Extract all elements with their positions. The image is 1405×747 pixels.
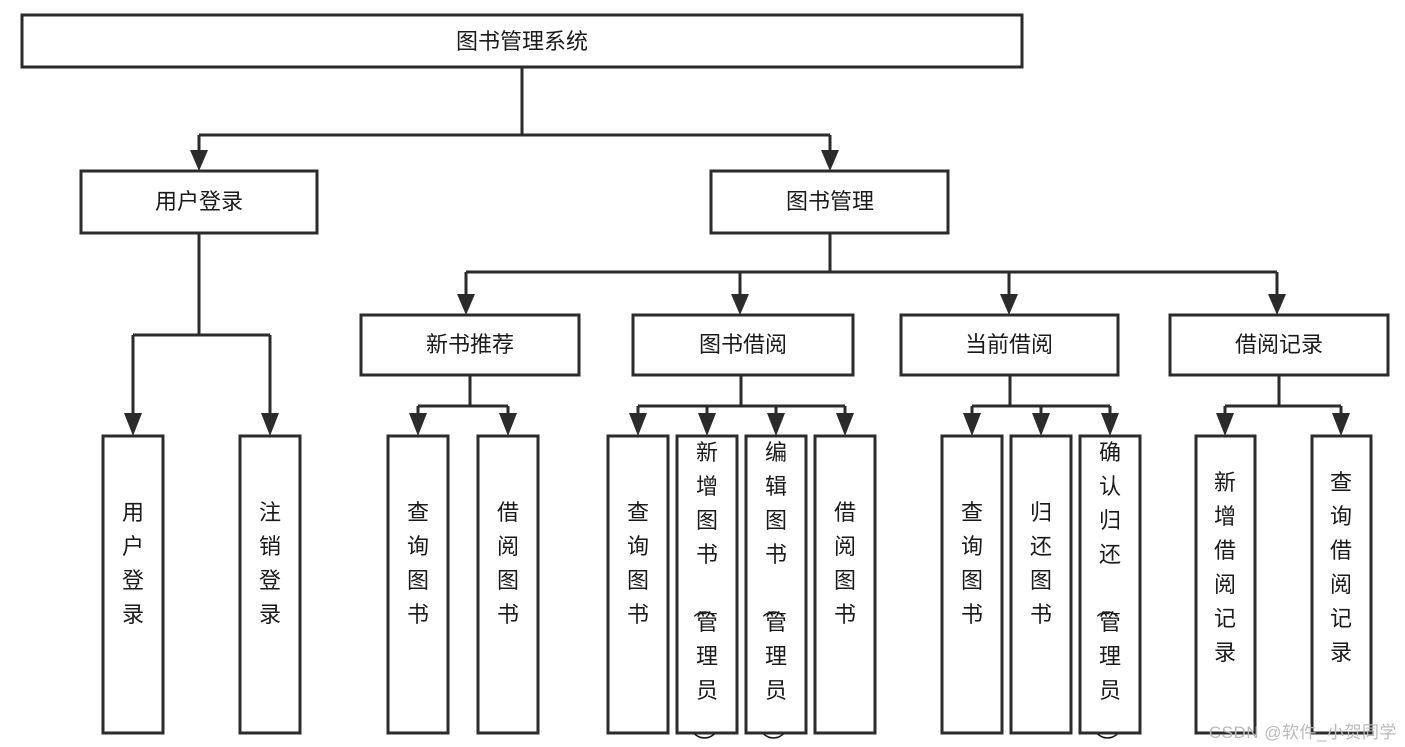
leaf-add-borrow-record[interactable]: 新增借阅记录 <box>1194 434 1257 735</box>
node-book-borrow-box[interactable] <box>631 313 855 377</box>
leaf-borrow-book-recommend-box[interactable] <box>476 434 540 735</box>
node-book-management-label: 图书管理 <box>786 189 874 214</box>
arrow-to-leaf-query-book-recommend <box>409 413 427 436</box>
leaf-borrow-book-label: 借阅图书 <box>834 500 856 627</box>
arrow-to-leaf-return-book <box>1032 413 1050 436</box>
leaf-query-book-recommend-box[interactable] <box>386 434 450 735</box>
leaf-user-logout-label: 注销登录 <box>259 500 281 627</box>
arrow-to-new-book-recommend <box>457 294 475 315</box>
leaf-confirm-return-admin-box[interactable] <box>1078 434 1142 735</box>
arrow-to-leaf-user-logout <box>261 413 279 436</box>
leaf-query-book-current-label: 查询图书 <box>961 500 983 627</box>
leaf-query-book-borrow-box[interactable] <box>606 434 670 735</box>
node-book-management-box[interactable] <box>709 169 950 235</box>
leaf-query-borrow-record-box[interactable] <box>1310 434 1373 735</box>
node-current-borrow-label: 当前借阅 <box>965 332 1053 357</box>
arrow-to-book-borrow <box>731 294 749 315</box>
leaf-borrow-book[interactable]: 借阅图书 <box>813 434 877 735</box>
leaf-return-book-box[interactable] <box>1009 434 1073 735</box>
leaf-edit-book-admin-label: 编辑图书（管理员） <box>760 440 787 747</box>
node-user-login[interactable]: 用户登录 <box>79 169 319 235</box>
arrow-to-leaf-query-book-current <box>963 413 981 436</box>
leaf-borrow-book-recommend[interactable]: 借阅图书 <box>476 434 540 735</box>
arrow-to-book-management <box>821 150 839 171</box>
leaf-add-borrow-record-label: 新增借阅记录 <box>1214 470 1236 665</box>
leaf-edit-book-admin[interactable]: 编辑图书（管理员） <box>744 434 808 747</box>
connector-layer <box>124 67 1350 436</box>
node-borrow-record-box[interactable] <box>1168 313 1390 377</box>
root-node-label: 图书管理系统 <box>456 29 588 54</box>
leaf-user-logout[interactable]: 注销登录 <box>238 434 302 735</box>
leaf-user-login-box[interactable] <box>101 434 165 735</box>
root-node[interactable]: 图书管理系统 <box>20 13 1024 69</box>
node-current-borrow-box[interactable] <box>899 313 1120 377</box>
root-node-box[interactable] <box>20 13 1024 69</box>
arrow-to-leaf-user-login <box>124 413 142 436</box>
leaf-edit-book-admin-box[interactable] <box>744 434 808 735</box>
node-book-borrow-label: 图书借阅 <box>699 332 787 357</box>
leaf-confirm-return-admin[interactable]: 确认归还（管理员） <box>1078 434 1142 747</box>
leaf-query-book-current[interactable]: 查询图书 <box>940 434 1004 735</box>
leaf-query-book-borrow[interactable]: 查询图书 <box>606 434 670 735</box>
leaf-user-login[interactable]: 用户登录 <box>101 434 165 735</box>
node-user-login-label: 用户登录 <box>155 189 243 214</box>
leaf-borrow-book-recommend-label: 借阅图书 <box>497 500 519 627</box>
leaf-add-book-admin[interactable]: 新增图书（管理员） <box>675 434 739 747</box>
arrow-to-leaf-edit-book-admin <box>767 413 785 436</box>
arrow-to-leaf-add-book-admin <box>698 413 716 436</box>
leaf-add-book-admin-box[interactable] <box>675 434 739 735</box>
leaf-borrow-book-box[interactable] <box>813 434 877 735</box>
arrow-to-borrow-record <box>1268 294 1286 315</box>
leaf-query-book-recommend-label: 查询图书 <box>407 500 429 627</box>
leaf-add-book-admin-label: 新增图书（管理员） <box>691 440 718 747</box>
arrow-to-leaf-borrow-book <box>836 413 854 436</box>
arrow-to-leaf-borrow-book-recommend <box>499 413 517 436</box>
node-book-management[interactable]: 图书管理 <box>709 169 950 235</box>
node-current-borrow[interactable]: 当前借阅 <box>899 313 1120 377</box>
leaf-confirm-return-admin-label: 确认归还（管理员） <box>1094 440 1121 747</box>
leaf-return-book-label: 归还图书 <box>1030 500 1052 627</box>
node-user-login-box[interactable] <box>79 169 319 235</box>
leaf-add-borrow-record-box[interactable] <box>1194 434 1257 735</box>
arrow-to-leaf-query-borrow-record <box>1332 413 1350 436</box>
leaf-user-logout-box[interactable] <box>238 434 302 735</box>
leaf-query-borrow-record-label: 查询借阅记录 <box>1330 470 1352 665</box>
arrow-to-user-login <box>190 150 208 171</box>
arrow-to-leaf-confirm-return-admin <box>1101 413 1119 436</box>
leaf-query-book-current-box[interactable] <box>940 434 1004 735</box>
leaf-return-book[interactable]: 归还图书 <box>1009 434 1073 735</box>
node-borrow-record[interactable]: 借阅记录 <box>1168 313 1390 377</box>
leaf-query-borrow-record[interactable]: 查询借阅记录 <box>1310 434 1373 735</box>
leaf-query-book-borrow-label: 查询图书 <box>627 500 649 627</box>
node-book-borrow[interactable]: 图书借阅 <box>631 313 855 377</box>
arrow-to-current-borrow <box>1000 294 1018 315</box>
arrow-to-leaf-query-book-borrow <box>629 413 647 436</box>
leaf-query-book-recommend[interactable]: 查询图书 <box>386 434 450 735</box>
node-new-book-recommend[interactable]: 新书推荐 <box>359 313 581 377</box>
watermark-text: CSDN @软件_小贺同学 <box>1208 723 1397 742</box>
leaf-user-login-label: 用户登录 <box>122 500 144 627</box>
node-new-book-recommend-label: 新书推荐 <box>426 332 514 357</box>
arrow-to-leaf-add-borrow-record <box>1216 413 1234 436</box>
node-new-book-recommend-box[interactable] <box>359 313 581 377</box>
node-borrow-record-label: 借阅记录 <box>1235 332 1323 357</box>
